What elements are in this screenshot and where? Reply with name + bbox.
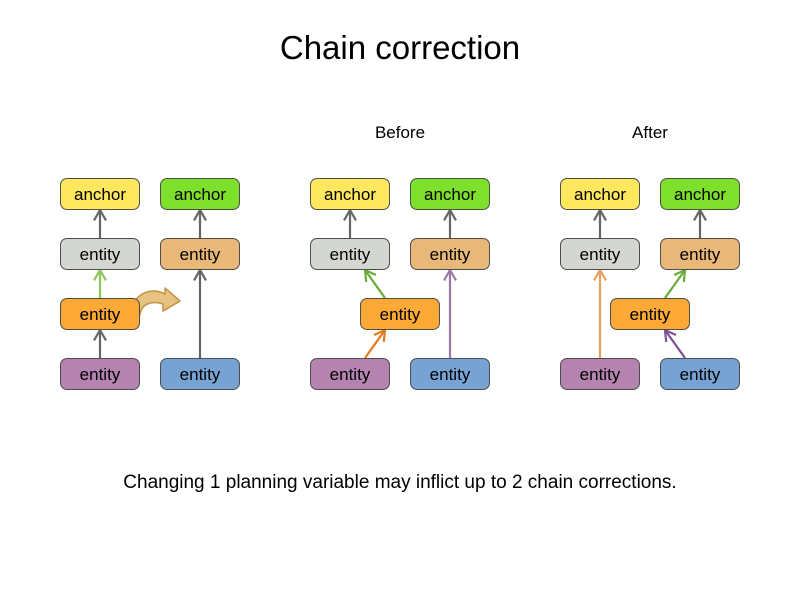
edge-p1-e4-to-p1-e3 <box>93 327 107 358</box>
node-label: anchor <box>174 184 226 204</box>
node-entity-p2-e1[interactable]: entity <box>310 238 390 270</box>
edge-p2-e3-to-p2-e1 <box>363 268 386 299</box>
node-entity-p1-e2[interactable]: entity <box>160 238 240 270</box>
node-label: entity <box>679 244 721 264</box>
node-label: anchor <box>674 184 726 204</box>
arrowhead-icon <box>593 207 607 221</box>
node-entity-p1-e1[interactable]: entity <box>60 238 140 270</box>
node-anchor-p3-a2[interactable]: anchor <box>660 178 740 210</box>
arrowhead-icon <box>373 328 387 343</box>
node-label: anchor <box>324 184 376 204</box>
edge-p1-e2-to-p1-a2 <box>193 207 207 238</box>
node-entity-p3-e4[interactable]: entity <box>560 358 640 390</box>
node-anchor-p1-a2[interactable]: anchor <box>160 178 240 210</box>
edge-p3-e2-to-p3-a2 <box>693 207 707 238</box>
arrowhead-icon <box>343 207 357 221</box>
edge-p3-e5-to-p3-e3 <box>663 328 686 359</box>
arrowhead-icon <box>363 268 377 283</box>
node-anchor-p1-a1[interactable]: anchor <box>60 178 140 210</box>
node-entity-p3-e3[interactable]: entity <box>610 298 690 330</box>
node-label: entity <box>579 364 621 384</box>
node-label: entity <box>579 244 621 264</box>
node-label: entity <box>329 364 371 384</box>
arrowhead-icon <box>663 328 677 343</box>
node-entity-p2-e2[interactable]: entity <box>410 238 490 270</box>
edge-p2-e1-to-p2-a1 <box>343 207 357 238</box>
edge-p2-e4-to-p2-e3 <box>364 328 387 359</box>
node-entity-p2-e4[interactable]: entity <box>310 358 390 390</box>
panel-label-before: Before <box>374 123 426 142</box>
edge-p2-e2-to-p2-a2 <box>443 207 457 238</box>
edge-p1-e3-to-p1-e1 <box>93 267 107 298</box>
node-entity-p2-e5[interactable]: entity <box>410 358 490 390</box>
arrowhead-icon <box>593 267 607 281</box>
node-entity-p2-e3[interactable]: entity <box>360 298 440 330</box>
edge-p1-e1-to-p1-a1 <box>93 207 107 238</box>
edge-p1-e5-to-p1-e2 <box>193 267 207 358</box>
arrowhead-icon <box>673 268 687 283</box>
arrowhead-icon <box>443 267 457 281</box>
node-label: entity <box>179 364 221 384</box>
node-entity-p1-e4[interactable]: entity <box>60 358 140 390</box>
node-label: anchor <box>574 184 626 204</box>
node-label: entity <box>179 244 221 264</box>
node-label: entity <box>79 304 121 324</box>
arrowhead-icon <box>443 207 457 221</box>
node-anchor-p2-a1[interactable]: anchor <box>310 178 390 210</box>
edge-p3-e4-to-p3-e1 <box>593 267 607 358</box>
node-entity-p3-e1[interactable]: entity <box>560 238 640 270</box>
node-label: entity <box>79 364 121 384</box>
node-label: anchor <box>424 184 476 204</box>
node-entity-p3-e5[interactable]: entity <box>660 358 740 390</box>
arrowhead-icon <box>193 267 207 281</box>
node-label: entity <box>429 244 471 264</box>
caption-text: Changing 1 planning variable may inflict… <box>123 472 677 493</box>
arrowhead-icon <box>93 267 107 281</box>
node-anchor-p2-a2[interactable]: anchor <box>410 178 490 210</box>
node-label: entity <box>629 304 671 324</box>
panel-label-after: After <box>632 123 668 142</box>
edge-p2-e5-to-p2-e2 <box>443 267 457 358</box>
curved-block-arrow-icon <box>130 287 181 316</box>
node-label: entity <box>329 244 371 264</box>
node-label: entity <box>379 304 421 324</box>
edge-p3-e1-to-p3-a1 <box>593 207 607 238</box>
edge-p3-e3-to-p3-e2 <box>664 268 687 299</box>
node-entity-p1-e5[interactable]: entity <box>160 358 240 390</box>
arrowhead-icon <box>193 207 207 221</box>
node-label: anchor <box>74 184 126 204</box>
node-entity-p3-e2[interactable]: entity <box>660 238 740 270</box>
node-anchor-p3-a1[interactable]: anchor <box>560 178 640 210</box>
node-entity-p1-e3[interactable]: entity <box>60 298 140 330</box>
arrowhead-icon <box>93 327 107 341</box>
node-label: entity <box>679 364 721 384</box>
page-title: Chain correction <box>279 29 521 66</box>
arrowhead-icon <box>93 207 107 221</box>
node-label: entity <box>79 244 121 264</box>
node-label: entity <box>429 364 471 384</box>
arrowhead-icon <box>693 207 707 221</box>
